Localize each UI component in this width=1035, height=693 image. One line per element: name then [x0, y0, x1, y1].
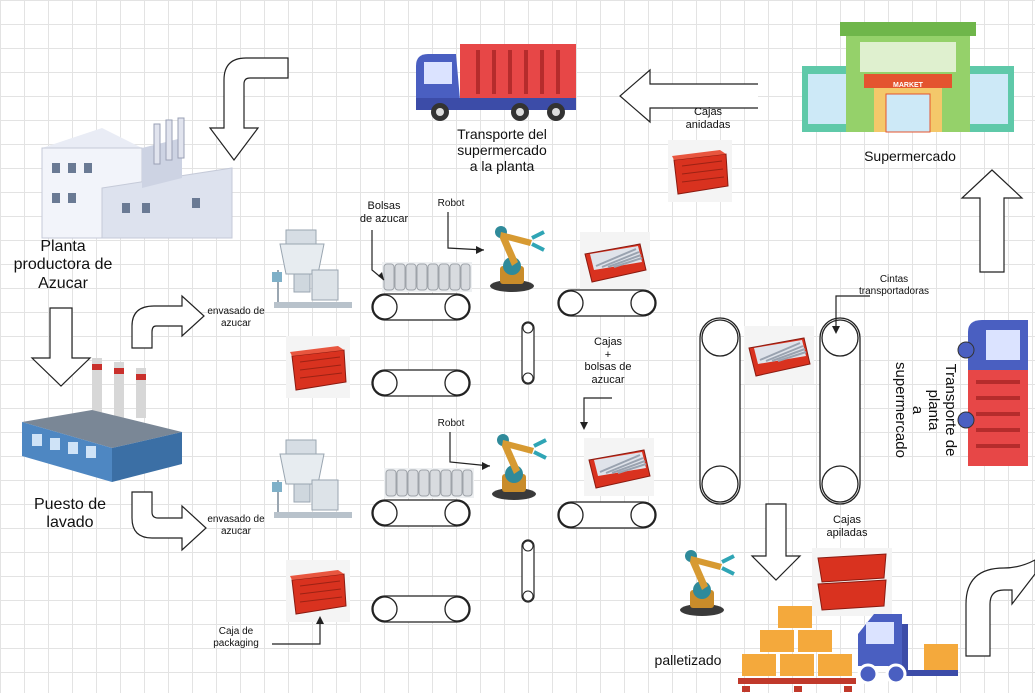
arrow-icon: [32, 308, 90, 386]
conveyor-belt-icon: [522, 322, 534, 602]
label-envasado-bottom: envasado de azucar: [196, 514, 276, 537]
arrow-icon: [132, 296, 204, 348]
label-robot-top: Robot: [428, 198, 474, 210]
crate-with-bags-icon: [744, 326, 814, 384]
crate-with-bags-icon: [584, 438, 654, 496]
pointer-lines: [272, 212, 870, 644]
label-cajas-anidadas: Cajas anidadas: [668, 106, 748, 131]
stacked-crates-icon: [812, 548, 892, 616]
arrow-icon: [210, 58, 288, 160]
robot-arm-icon: [492, 434, 546, 500]
wash-plant-icon: [22, 358, 182, 482]
label-cintas: Cintas transportadoras: [842, 274, 946, 297]
conveyor-belt-icon: [558, 290, 656, 316]
hopper-machine-icon: [272, 230, 352, 308]
conveyor-belt-icon: [558, 502, 656, 528]
truck-icon: [416, 44, 576, 121]
sugar-bags-icon: [382, 262, 472, 292]
conveyor-belt-icon: [372, 500, 470, 526]
label-transporte-super-planta: Transporte del supermercado a la planta: [424, 126, 580, 174]
pallet-boxes-icon: [738, 606, 856, 692]
label-market-sign: MARKET: [880, 82, 936, 90]
sugar-bags-icon: [384, 468, 474, 498]
conveyor-belt-icon: [372, 596, 470, 622]
label-supermercado: Supermercado: [852, 148, 968, 164]
arrow-icon: [752, 504, 800, 580]
label-cajas-bolsas: Cajas + bolsas de azucar: [570, 336, 646, 387]
label-envasado-top: envasado de azucar: [196, 306, 276, 329]
truck-icon: [958, 320, 1028, 466]
label-caja-packaging: Caja de packaging: [200, 626, 272, 649]
conveyor-belt-icon: [372, 370, 470, 396]
hopper-machine-icon: [272, 440, 352, 518]
robot-arm-icon: [680, 550, 734, 616]
label-puesto-lavado: Puesto de lavado: [10, 496, 130, 533]
label-palletizado: palletizado: [640, 652, 736, 668]
arrow-icon: [132, 492, 206, 550]
arrow-icon: [962, 170, 1022, 272]
crate-icon: [668, 140, 732, 202]
crate-with-bags-icon: [580, 232, 650, 290]
label-transporte-planta-super: Transporte de planta a supermercado: [898, 350, 958, 470]
label-cajas-apiladas: Cajas apiladas: [810, 514, 884, 539]
robot-arm-icon: [490, 226, 544, 292]
factory-icon: [42, 118, 232, 238]
label-bolsas: Bolsas de azucar: [344, 200, 424, 225]
crate-icon: [286, 560, 350, 622]
label-robot-bottom: Robot: [428, 418, 474, 430]
forklift-icon: [858, 614, 958, 683]
label-planta: Planta productora de Azucar: [4, 238, 122, 293]
conveyor-belt-icon: [372, 294, 470, 320]
supermarket-icon: [802, 22, 1014, 132]
crate-icon: [286, 336, 350, 398]
arrow-icon: [966, 560, 1035, 656]
